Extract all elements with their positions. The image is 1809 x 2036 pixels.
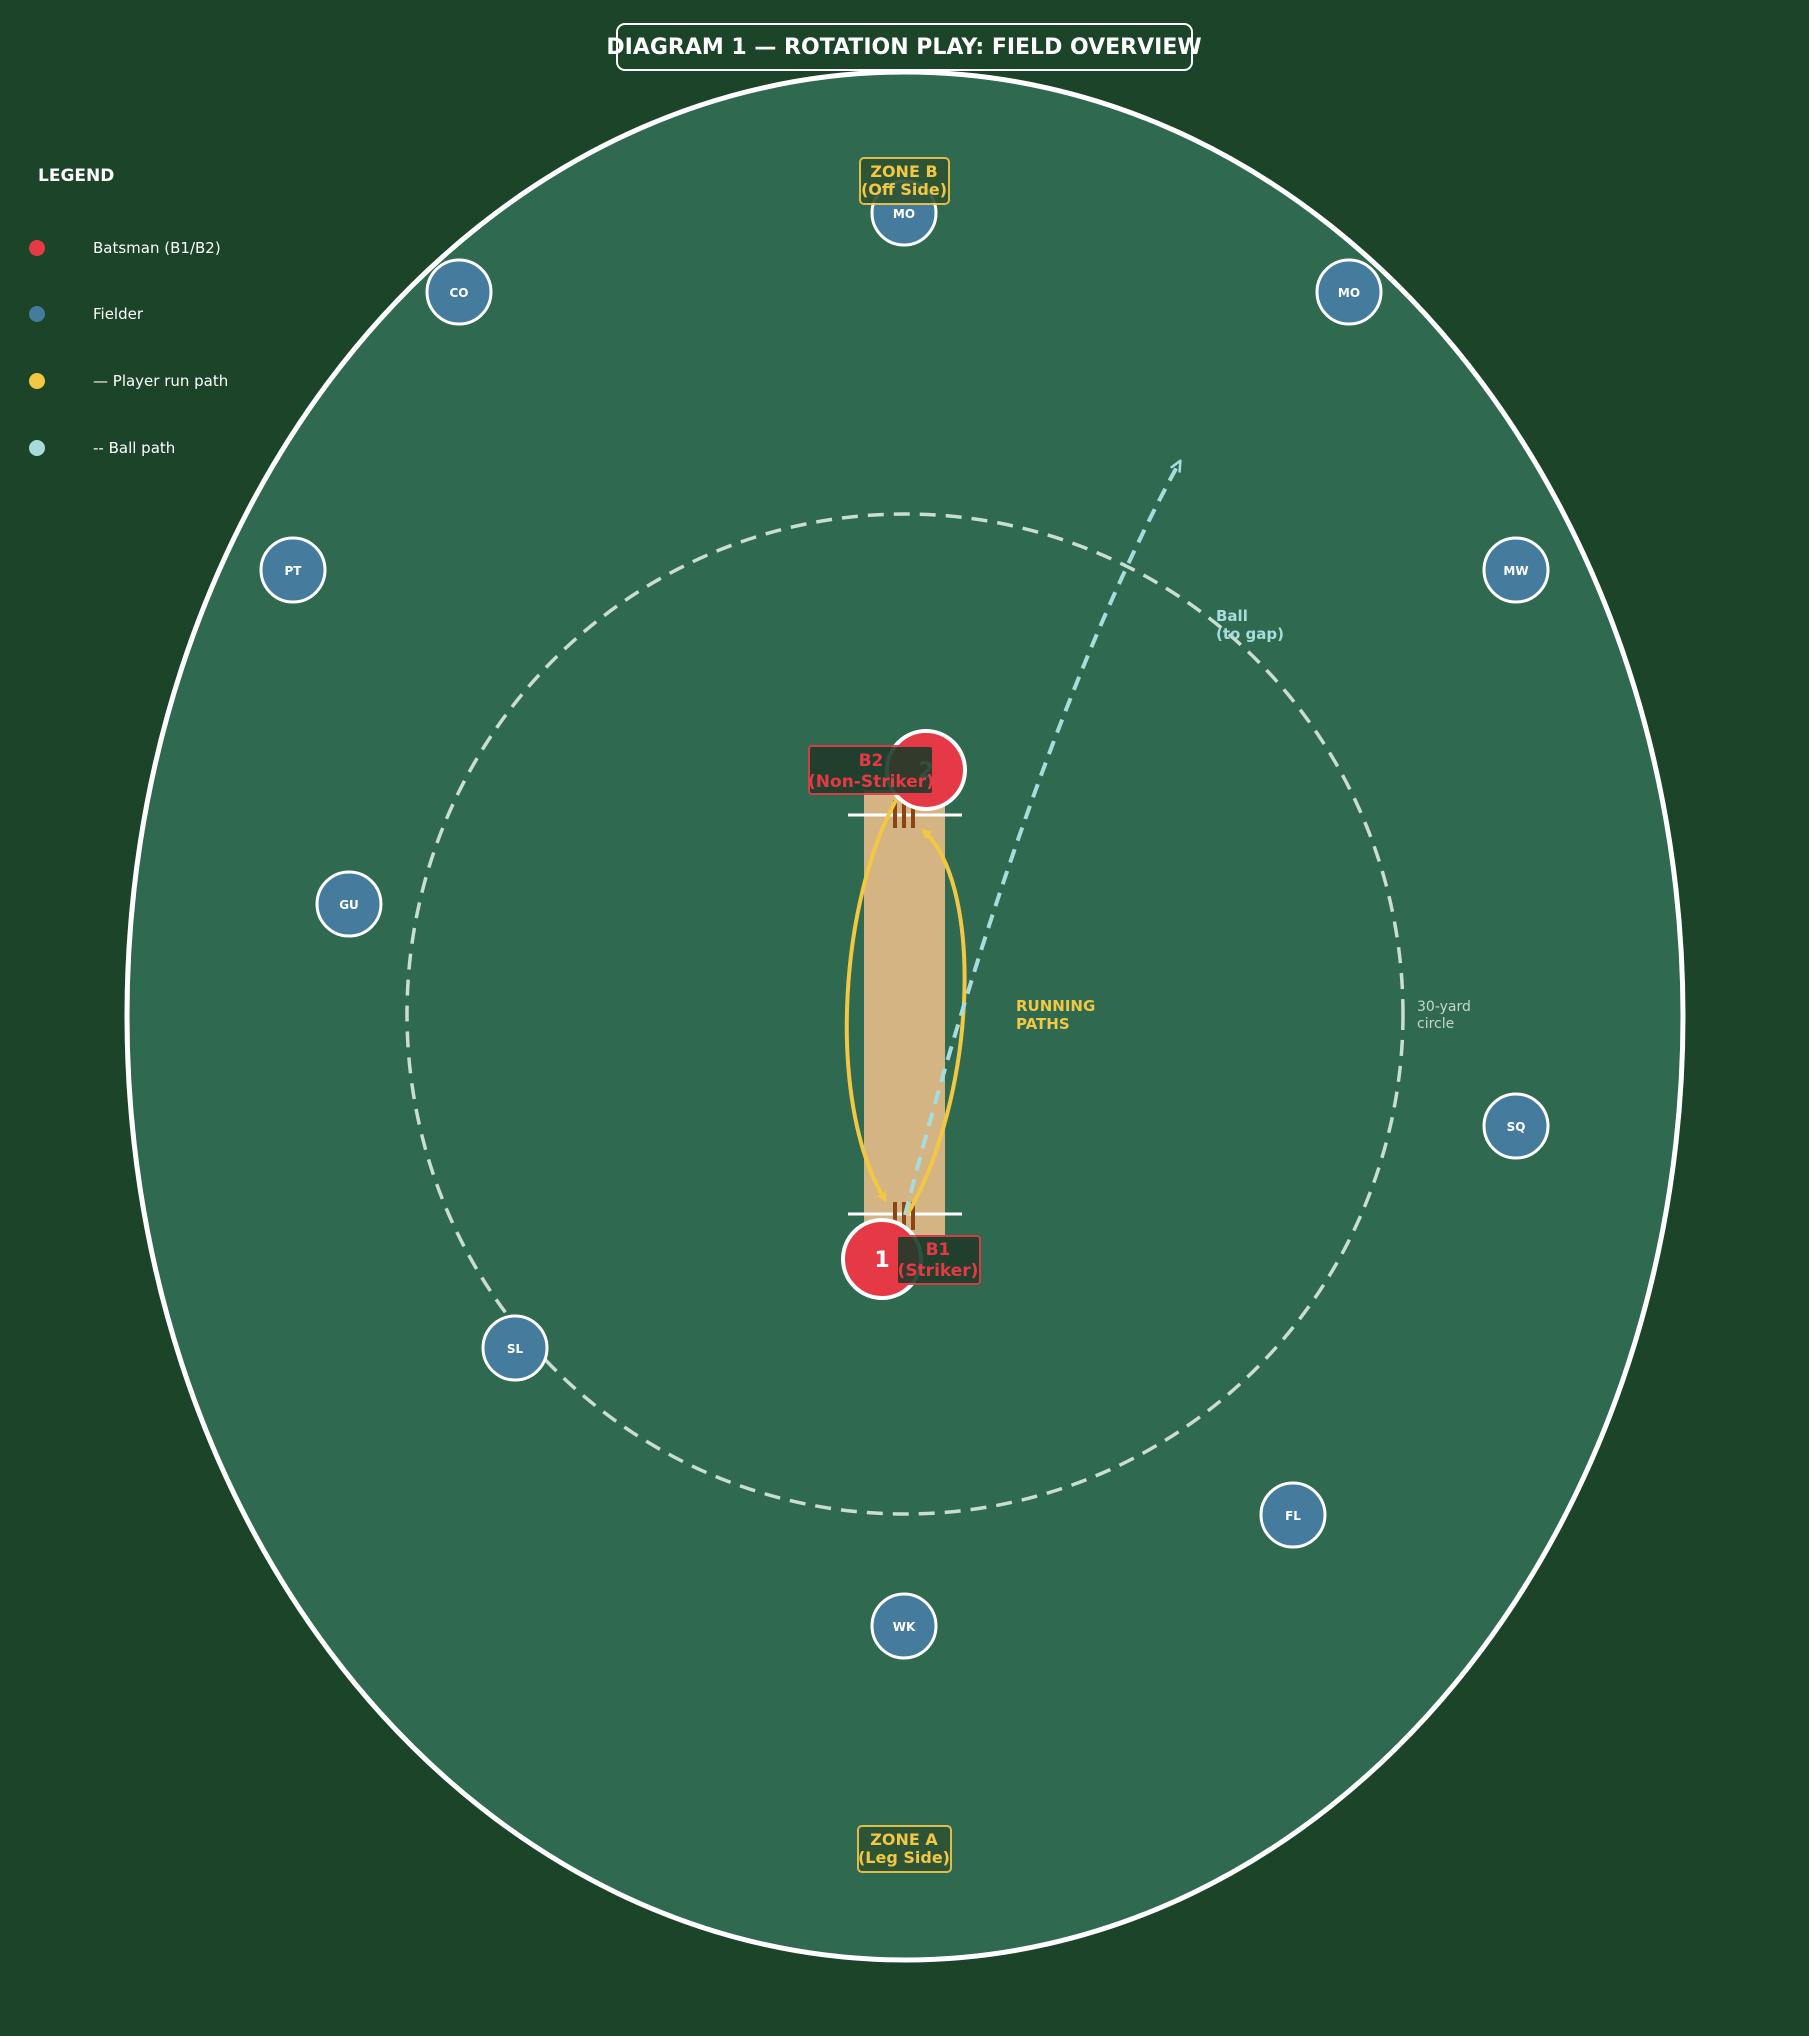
fielder-label: MO [893, 207, 915, 221]
running-paths-line1: RUNNING [1016, 997, 1095, 1015]
batsman-b2-line2: (Non-Striker) [808, 772, 934, 792]
legend-ball-path-swatch [29, 440, 45, 456]
ball-path [903, 465, 1178, 1216]
diagram-title: DIAGRAM 1 — ROTATION PLAY: FIELD OVERVIE… [606, 23, 1202, 71]
batsman-b1-line2: (Striker) [898, 1261, 979, 1281]
legend-fielder-label: Fielder [93, 305, 144, 323]
batsman-b2-label: B2 (Non-Striker) [808, 745, 934, 795]
fielder-fl[interactable]: FL [1259, 1481, 1327, 1549]
legend-fielder-swatch [29, 306, 45, 322]
fielder-label: PT [285, 564, 303, 578]
legend-ball-path-label: -- Ball path [93, 439, 175, 457]
ball-label-line2: (to gap) [1216, 625, 1284, 643]
fielder-co[interactable]: CO [425, 258, 493, 326]
fielder-label: MW [1503, 564, 1528, 578]
fielder-sl[interactable]: SL [481, 1314, 549, 1382]
fielder-label: SL [507, 1342, 524, 1356]
zone-b-line2: (Off Side) [861, 180, 947, 199]
inner-circle-label-line1: 30-yard [1417, 999, 1471, 1015]
fielder-label: CO [449, 286, 468, 300]
fielder-label: WK [893, 1620, 916, 1634]
fielder-sq[interactable]: SQ [1482, 1092, 1550, 1160]
stumps-top [893, 800, 915, 828]
legend-run-path-swatch [29, 373, 45, 389]
fielder-mw[interactable]: MW [1482, 536, 1550, 604]
inner-circle-label-line2: circle [1417, 1016, 1454, 1032]
inner-circle-label: 30-yard circle [1417, 999, 1475, 1032]
running-paths-line2: PATHS [1016, 1015, 1070, 1033]
fielder-label: GU [339, 898, 359, 912]
batsman-b1-label: B1 (Striker) [896, 1235, 981, 1285]
legend-heading: LEGEND [38, 166, 114, 186]
fielder-mo-right[interactable]: MO [1315, 258, 1383, 326]
fielder-label: SQ [1507, 1120, 1526, 1134]
fielder-wk[interactable]: WK [870, 1592, 938, 1660]
fielder-label: MO [1338, 286, 1360, 300]
zone-a-line1: ZONE A [870, 1830, 938, 1849]
legend: LEGEND Batsman (B1/B2) Fielder — Player … [29, 166, 228, 457]
pitch [864, 790, 945, 1235]
title-text: DIAGRAM 1 — ROTATION PLAY: FIELD OVERVIE… [606, 35, 1201, 60]
fielder-pt[interactable]: PT [259, 536, 327, 604]
batsman-b1-line1: B1 [926, 1240, 951, 1260]
inner-circle [405, 512, 1405, 1516]
legend-batsman-swatch [29, 240, 45, 256]
ball-label: Ball (to gap) [1216, 607, 1284, 643]
fielder-label: FL [1285, 1509, 1301, 1523]
zone-a-label: ZONE A (Leg Side) [857, 1825, 952, 1873]
stumps-bottom [893, 1202, 915, 1230]
batsman-b2-line1: B2 [859, 751, 884, 771]
zone-a-line2: (Leg Side) [858, 1848, 950, 1867]
legend-run-path-label: — Player run path [93, 372, 228, 390]
run-path-left [844, 788, 904, 1203]
zone-b-label: ZONE B (Off Side) [859, 157, 950, 205]
legend-batsman-label: Batsman (B1/B2) [93, 239, 221, 257]
zone-b-line1: ZONE B [870, 162, 937, 181]
running-paths-label: RUNNING PATHS [1016, 997, 1101, 1033]
batsman-number: 1 [874, 1248, 889, 1273]
fielder-gu[interactable]: GU [315, 870, 383, 938]
ball-label-line1: Ball [1216, 607, 1248, 625]
